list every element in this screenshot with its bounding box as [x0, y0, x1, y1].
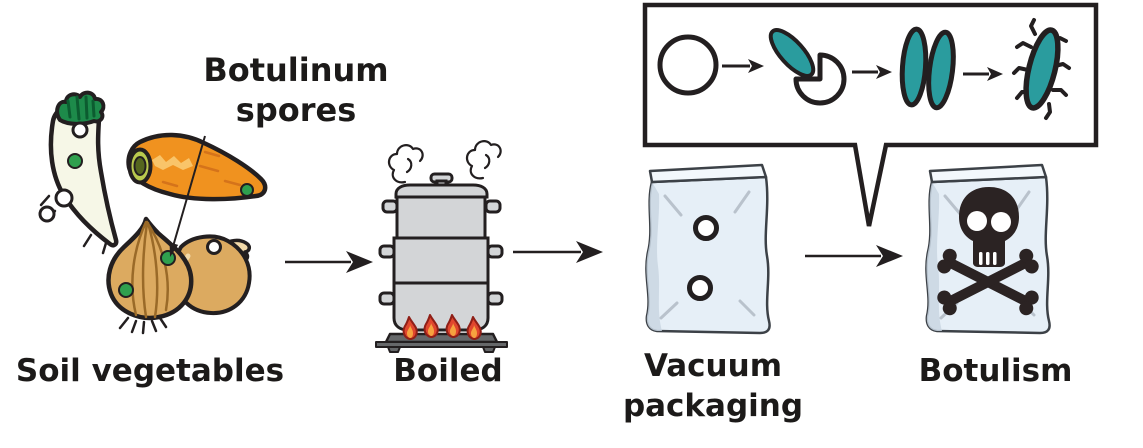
steam-icon — [387, 140, 502, 184]
germinating-spore-icon — [768, 28, 847, 106]
vacuum-bag-icon — [645, 163, 771, 335]
onions-icon — [106, 216, 252, 335]
steamer-pot-icon — [392, 172, 490, 332]
botulism-bag-illustration — [925, 163, 1051, 335]
stage-arrow-icon — [963, 67, 1003, 81]
flow-arrow-boiled-to-vacuum — [513, 241, 603, 263]
bacterium-with-flagella-icon — [1012, 18, 1071, 120]
callout-box — [642, 2, 1099, 227]
grommet-icon — [687, 275, 713, 301]
flames-icon — [402, 314, 482, 340]
label-botulism: Botulism — [918, 353, 1073, 389]
label-botulinum-spores: Botulinum spores — [203, 51, 389, 129]
spore-dot-icon — [240, 183, 254, 197]
spore-pointer-arrow-icon — [169, 135, 206, 257]
label-vacuum-packaging: Vacuum packaging — [622, 348, 804, 424]
spore-dot-icon — [160, 250, 176, 266]
skull-crossbones-icon — [937, 187, 1039, 316]
steamer-pot-illustration — [375, 140, 508, 353]
vegetative-cells-icon — [899, 26, 956, 111]
germination-callout — [642, 2, 1099, 227]
daikon-radish-icon — [38, 90, 119, 255]
flow-arrow-vacuum-to-botulism — [805, 245, 903, 267]
spore-dot-icon — [67, 153, 83, 169]
label-boiled: Boiled — [393, 353, 503, 389]
vacuum-bag-illustration — [645, 163, 771, 335]
label-soil-vegetables: Soil vegetables — [15, 353, 285, 389]
stage-arrow-icon — [852, 65, 892, 79]
stove-base-icon — [375, 332, 508, 353]
soil-vegetables-illustration — [38, 90, 268, 335]
flow-arrow-vegetables-to-boiled — [285, 251, 373, 273]
stage-arrow-icon — [722, 59, 764, 73]
spore-dot-icon — [118, 282, 134, 298]
dormant-spore-icon — [657, 34, 719, 96]
grommet-icon — [693, 215, 719, 241]
